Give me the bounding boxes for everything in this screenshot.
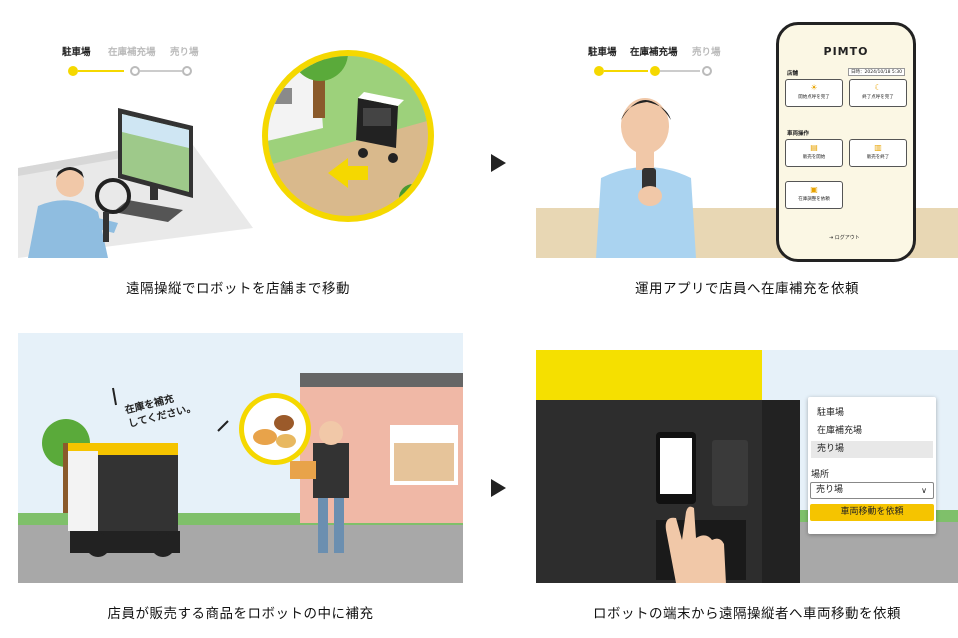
step-dot-sales-floor: [702, 66, 712, 76]
request-vehicle-move-button[interactable]: 車両移動を依頼: [810, 504, 934, 521]
menu-option-sales-floor[interactable]: 売り場: [811, 441, 933, 458]
caption-panel3: 店員が販売する商品をロボットの中に補充: [107, 606, 374, 622]
location-label: 場所: [811, 470, 830, 480]
step-label-restock: 在庫補充場: [630, 47, 678, 58]
section-vehicle: 車両操作: [787, 131, 810, 137]
logout-link[interactable]: ⇥ ログアウト: [829, 235, 860, 241]
panel-remote-driving: [18, 8, 458, 258]
start-roll-call-button[interactable]: ☀ 開始点呼を完了: [785, 79, 843, 107]
chevron-down-icon: ∨: [921, 486, 927, 495]
step-label-sales-floor: 売り場: [170, 47, 199, 58]
request-stock-button[interactable]: ▣ 在庫調整を依頼: [785, 181, 843, 209]
step-line-2: [140, 70, 182, 72]
robot-terminal-illustration: [536, 350, 958, 583]
step-label-parking: 駐車場: [62, 47, 91, 58]
step-label-parking: 駐車場: [588, 47, 617, 58]
store-closed-icon: ▥: [874, 143, 882, 152]
caption-panel1: 遠隔操縦でロボットを店舗まで移動: [126, 281, 350, 297]
section-store: 店舗: [787, 71, 799, 77]
restocking-illustration: [18, 333, 463, 583]
sun-icon: ☀: [810, 83, 818, 92]
moon-icon: ☾: [874, 83, 882, 92]
flow-arrow-1: [491, 154, 506, 172]
progress-steps-panel1: 駐車場 在庫補充場 売り場: [62, 44, 222, 84]
panel-restocking: [18, 333, 463, 583]
location-request-panel: 駐車場 在庫補充場 売り場 場所 売り場 ∨ 車両移動を依頼: [808, 397, 936, 534]
panel-terminal-request: [536, 350, 958, 583]
menu-option-parking[interactable]: 駐車場: [817, 408, 845, 418]
box-icon: ▣: [810, 185, 818, 194]
location-select[interactable]: 売り場 ∨: [810, 482, 934, 499]
step-dot-parking: [68, 66, 78, 76]
step-dot-restock: [130, 66, 140, 76]
step-line-1: [604, 70, 648, 72]
progress-steps-panel2: 駐車場 在庫補充場 売り場: [588, 44, 748, 84]
flow-arrow-2: [491, 479, 506, 497]
end-selling-button[interactable]: ▥ 販売を終了: [849, 139, 907, 167]
step-dot-parking: [594, 66, 604, 76]
remote-driving-illustration: [18, 50, 434, 258]
phone-app-mockup: PIMTO 日時：2024/10/18 5:30 店舗 ☀ 開始点呼を完了 ☾ …: [776, 22, 916, 262]
step-dot-restock: [650, 66, 660, 76]
store-icon: ▤: [810, 143, 818, 152]
logout-icon: ⇥: [829, 235, 834, 241]
app-date: 日時：2024/10/18 5:30: [848, 68, 905, 76]
caption-panel4: ロボットの端末から遠隔操縦者へ車両移動を依頼: [593, 606, 901, 622]
step-dot-sales-floor: [182, 66, 192, 76]
end-roll-call-button[interactable]: ☾ 終了点呼を完了: [849, 79, 907, 107]
start-selling-button[interactable]: ▤ 販売を開始: [785, 139, 843, 167]
step-line-2: [660, 70, 700, 72]
step-line-1: [78, 70, 124, 72]
menu-option-restock[interactable]: 在庫補充場: [817, 426, 863, 436]
caption-panel2: 運用アプリで店員へ在庫補充を依頼: [635, 281, 859, 297]
app-title: PIMTO: [823, 45, 869, 58]
step-label-restock: 在庫補充場: [108, 47, 156, 58]
step-label-sales-floor: 売り場: [692, 47, 721, 58]
